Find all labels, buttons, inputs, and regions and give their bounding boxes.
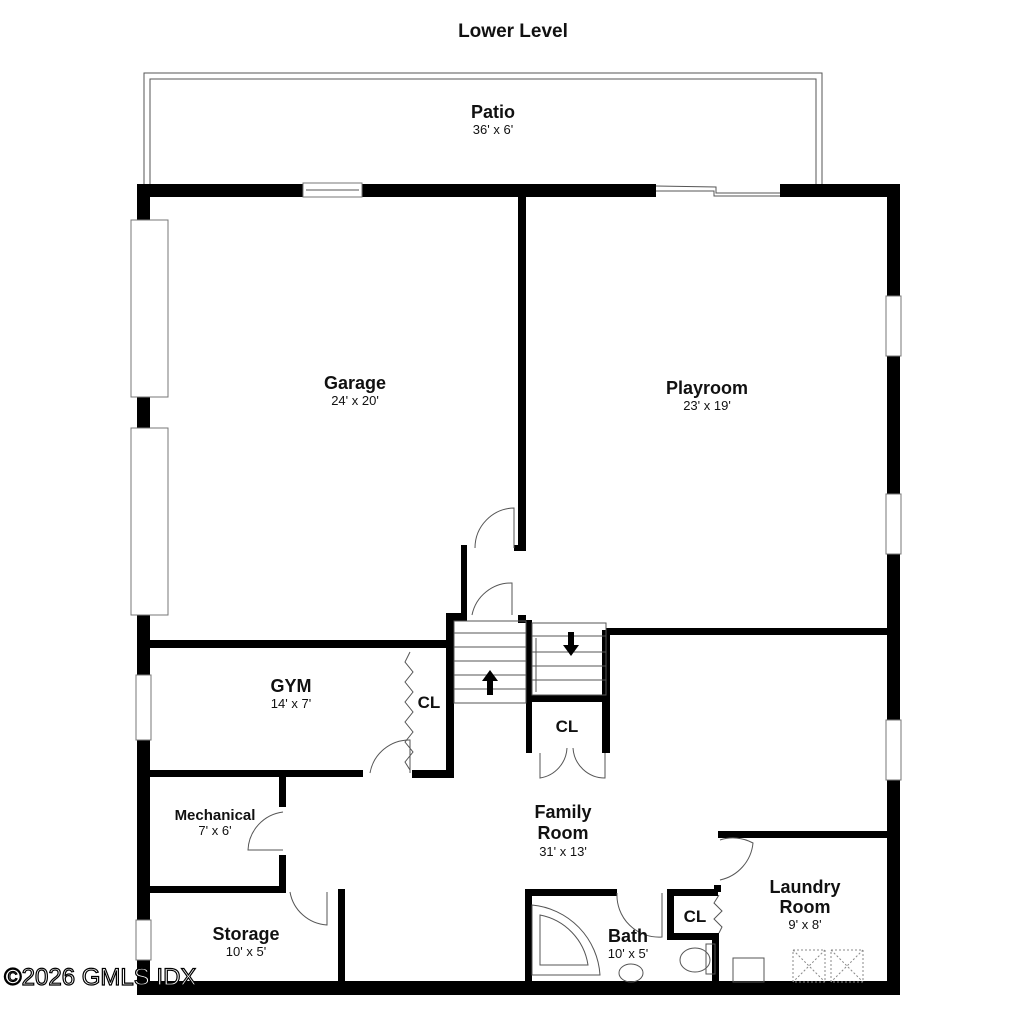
mechanical-dims: 7' x 6' bbox=[198, 823, 231, 838]
arrow-up-icon bbox=[482, 670, 498, 695]
storage-dims: 10' x 5' bbox=[226, 944, 266, 959]
bath-closet-label: CL bbox=[684, 907, 707, 926]
corner-shower bbox=[531, 904, 601, 976]
room-mechanical: Mechanical 7' x 6' bbox=[175, 807, 256, 838]
patio: Patio 36' x 6' bbox=[143, 72, 823, 186]
stairs-up bbox=[453, 620, 527, 704]
window-family bbox=[885, 719, 902, 781]
sink-bath bbox=[618, 963, 644, 983]
doors bbox=[247, 507, 754, 938]
family-name-line1: Family bbox=[534, 802, 591, 822]
door-stair bbox=[471, 582, 513, 616]
window-playroom-2 bbox=[885, 493, 902, 555]
playroom-name: Playroom bbox=[666, 378, 748, 398]
window-playroom-1 bbox=[885, 295, 902, 357]
patio-name: Patio bbox=[471, 102, 515, 122]
door-bath bbox=[616, 892, 663, 938]
door-storage bbox=[289, 891, 328, 926]
watermark: ©2026 GMLS IDX bbox=[4, 964, 196, 991]
garage-door-1 bbox=[130, 219, 169, 398]
fixtures bbox=[531, 904, 864, 983]
garage-dims: 24' x 20' bbox=[331, 393, 379, 408]
bath-name: Bath bbox=[608, 926, 648, 946]
door-laundry bbox=[719, 837, 754, 881]
room-laundry: Laundry Room 9' x 8' bbox=[769, 877, 840, 932]
floor-title: Lower Level bbox=[458, 21, 568, 42]
bath-dims: 10' x 5' bbox=[608, 946, 648, 961]
washer bbox=[792, 949, 826, 983]
toilet bbox=[679, 947, 711, 973]
garage-name: Garage bbox=[324, 373, 386, 393]
sliding-door bbox=[655, 185, 780, 194]
door-gym bbox=[369, 739, 411, 774]
laundry-sink bbox=[732, 957, 765, 983]
stairs-down bbox=[531, 622, 607, 696]
mechanical-name: Mechanical bbox=[175, 807, 256, 824]
bifold-gym-closet bbox=[404, 651, 414, 771]
door-garage bbox=[474, 507, 515, 549]
gym-closet-label: CL bbox=[418, 693, 441, 712]
window-storage bbox=[135, 919, 152, 961]
family-dims: 31' x 13' bbox=[539, 844, 587, 859]
window-gym bbox=[135, 674, 152, 741]
interior-walls bbox=[150, 197, 887, 984]
storage-name: Storage bbox=[212, 924, 279, 944]
room-family: Family Room 31' x 13' bbox=[534, 802, 591, 859]
room-garage: Garage 24' x 20' bbox=[324, 373, 386, 408]
arrow-down-icon bbox=[563, 632, 579, 656]
room-playroom: Playroom 23' x 19' bbox=[666, 378, 748, 413]
gym-name: GYM bbox=[270, 676, 311, 696]
playroom-dims: 23' x 19' bbox=[683, 398, 731, 413]
family-name-line2: Room bbox=[538, 823, 589, 843]
door-stair-closet-right bbox=[572, 747, 606, 779]
bifold-bath-closet bbox=[713, 894, 723, 934]
room-gym: GYM 14' x 7' bbox=[270, 676, 311, 711]
room-storage: Storage 10' x 5' bbox=[212, 924, 279, 959]
garage-door-2 bbox=[130, 427, 169, 616]
room-bath: Bath 10' x 5' bbox=[608, 926, 648, 961]
exterior-walls bbox=[137, 184, 900, 995]
door-stair-closet-left bbox=[539, 747, 568, 779]
dryer bbox=[830, 949, 864, 983]
laundry-name-line1: Laundry bbox=[769, 877, 840, 897]
gym-dims: 14' x 7' bbox=[271, 696, 311, 711]
door-mechanical bbox=[247, 811, 284, 851]
windows bbox=[130, 182, 902, 961]
laundry-dims: 9' x 8' bbox=[788, 917, 821, 932]
patio-dims: 36' x 6' bbox=[473, 122, 513, 137]
stair-closet-label: CL bbox=[556, 717, 579, 736]
laundry-name-line2: Room bbox=[780, 897, 831, 917]
